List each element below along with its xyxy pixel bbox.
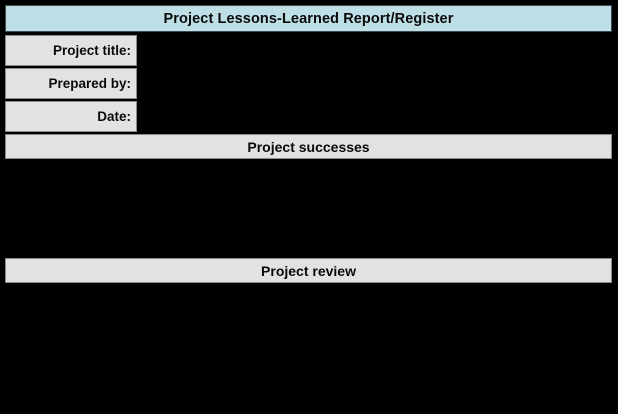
section-header-project-review-text: Project review [261, 262, 356, 279]
prepared-by-input[interactable] [137, 68, 612, 99]
field-row: Date: [5, 101, 612, 132]
date-input[interactable] [137, 101, 612, 132]
project-title-label-text: Project title: [52, 43, 131, 58]
section-header-project-successes: Project successes [5, 134, 612, 159]
date-label-text: Date: [97, 109, 131, 124]
page-title: Project Lessons-Learned Report/Register [163, 10, 454, 27]
document-title-bar: Project Lessons-Learned Report/Register [5, 5, 612, 32]
section-body-project-review[interactable] [5, 284, 612, 410]
section-header-project-successes-text: Project successes [247, 138, 370, 155]
section-header-project-review: Project review [5, 258, 612, 283]
date-label: Date: [5, 101, 137, 132]
field-row: Prepared by: [5, 68, 612, 99]
section-body-project-successes[interactable] [5, 159, 612, 257]
field-row: Project title: [5, 35, 612, 66]
prepared-by-label: Prepared by: [5, 68, 137, 99]
project-title-label: Project title: [5, 35, 137, 66]
project-title-input[interactable] [137, 35, 612, 66]
prepared-by-label-text: Prepared by: [48, 76, 131, 91]
